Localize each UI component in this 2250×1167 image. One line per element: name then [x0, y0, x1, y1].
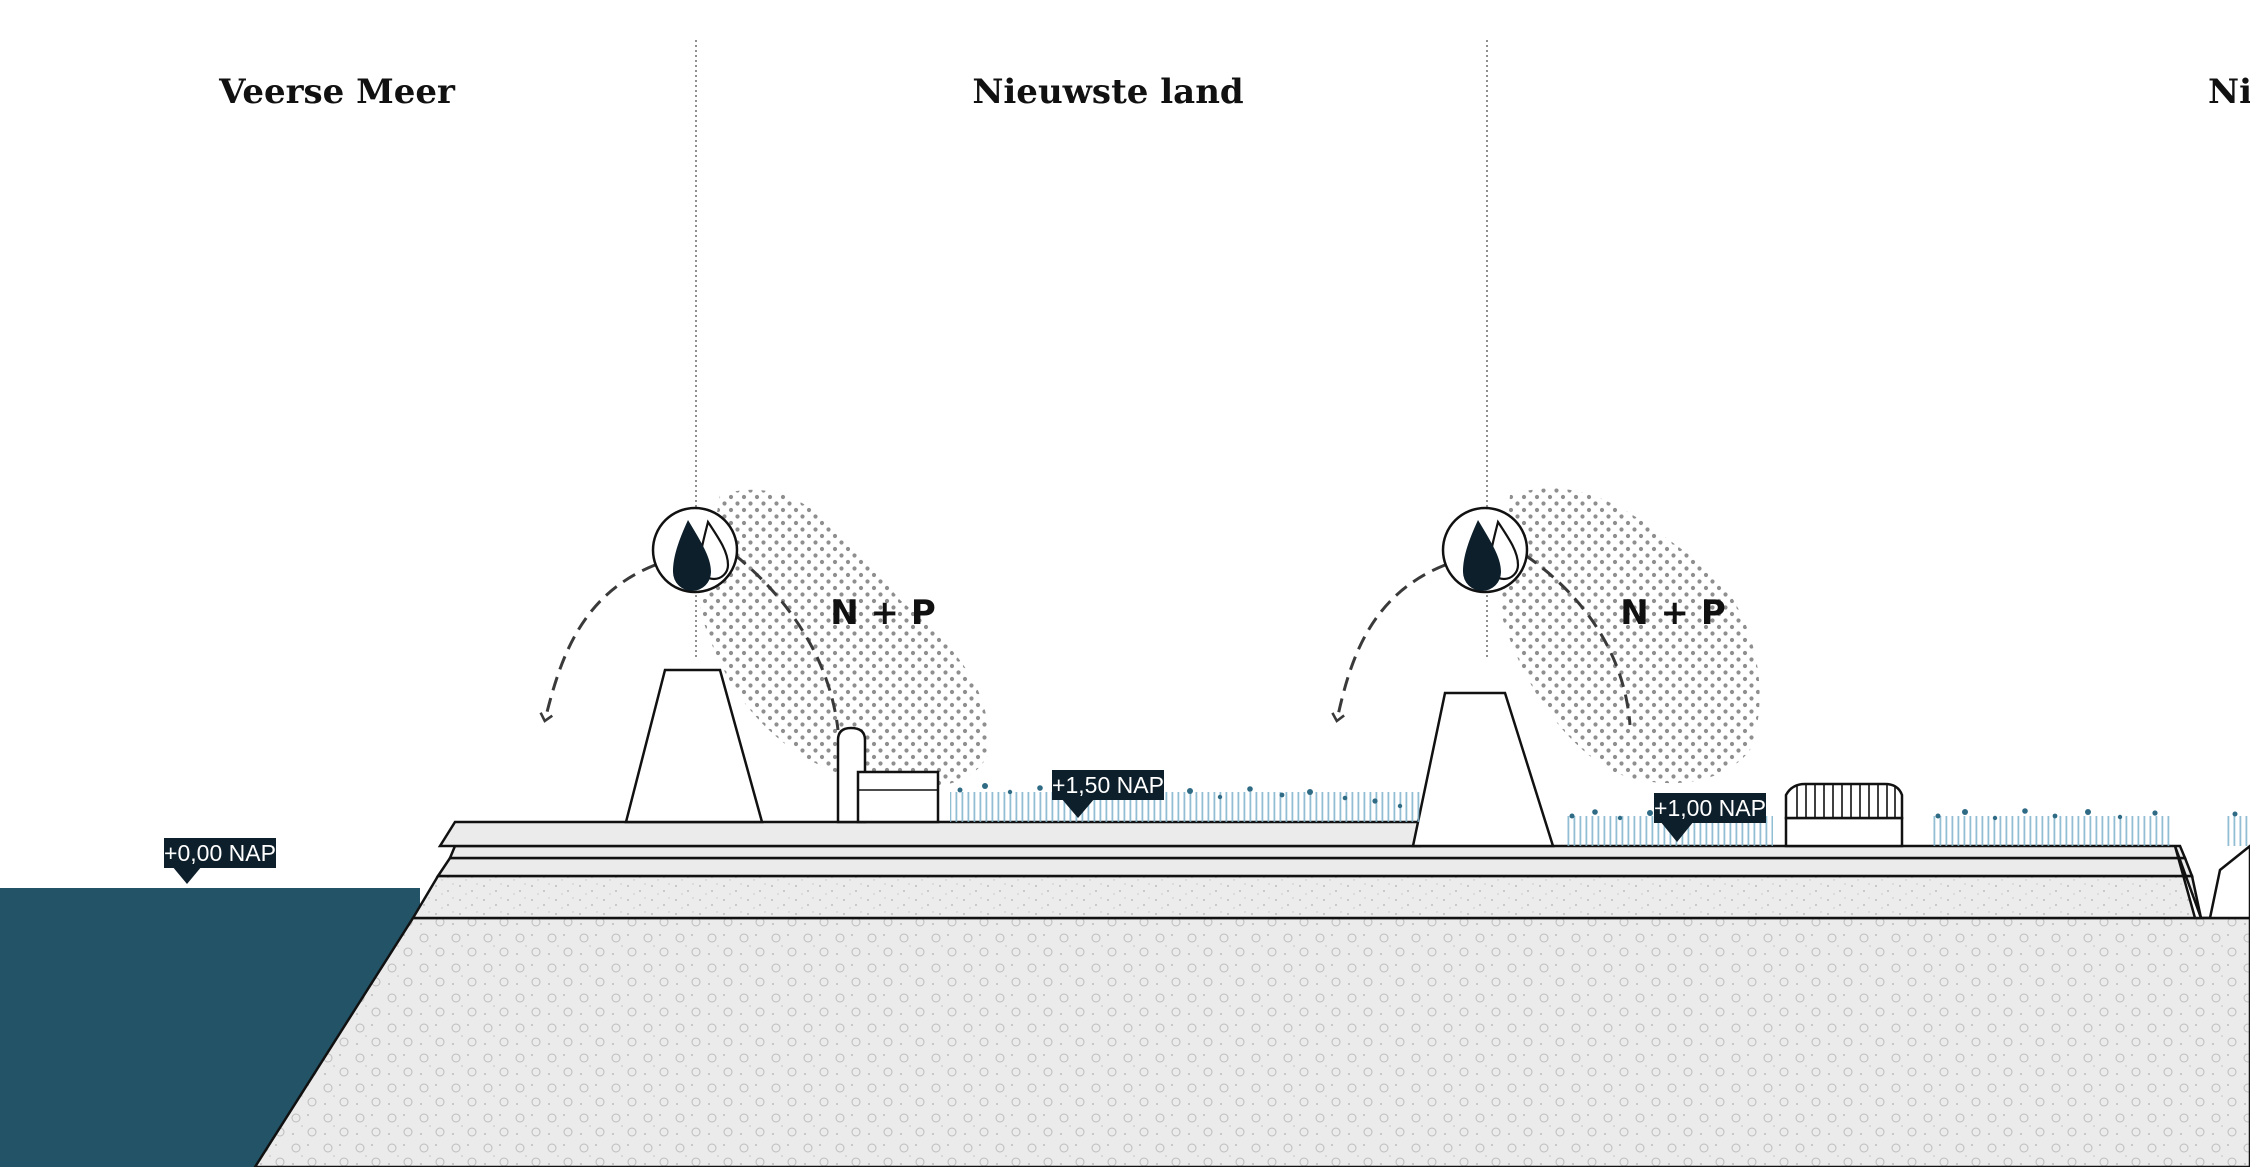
level-label-0: +0,00 NAP [164, 840, 276, 866]
sand-layer-upper [448, 844, 2187, 860]
level-marker-0: +0,00 NAP [164, 838, 276, 884]
zone-title-right: Ni [2208, 72, 2250, 112]
nutrient-cloud-2 [1500, 488, 1760, 784]
raised-platform-left [437, 820, 1422, 848]
nutrient-label-1: N + P [830, 593, 936, 633]
water-drops-icon [1441, 506, 1529, 594]
level-marker-1: +1,50 NAP [1052, 770, 1164, 818]
vegetation-strip-3 [1930, 808, 2170, 846]
level-marker-2: +1,00 NAP [1654, 793, 1766, 842]
trapezoid-structure-2 [1411, 691, 1555, 848]
flow-arrow-right-2 [1524, 553, 1632, 726]
sand-layer-thin [435, 856, 2194, 878]
vegetation-strip-4 [2225, 811, 2250, 846]
level-label-2: +1,00 NAP [1654, 795, 1766, 821]
vegetation-strip-1 [950, 783, 1420, 822]
flow-arrow-left-2 [1331, 563, 1446, 723]
level-label-1: +1,50 NAP [1052, 772, 1164, 798]
flow-arrow-right-1 [734, 553, 840, 731]
water-drops-icon [651, 506, 739, 594]
nutrient-cloud-1 [700, 489, 989, 788]
trapezoid-structure-1 [624, 668, 764, 824]
zone-title-nieuwste-land: Nieuwste land [972, 72, 1243, 112]
sand-layer [410, 874, 2203, 920]
flow-arrow-left-1 [539, 563, 656, 723]
ground-base-layer [253, 916, 2250, 1167]
greenhouse-icon [1784, 782, 1904, 848]
zone-title-veerse-meer: Veerse Meer [218, 72, 456, 112]
nutrient-label-2: N + P [1620, 593, 1726, 633]
ditch-cut [2173, 844, 2250, 920]
house-icon [836, 726, 940, 824]
